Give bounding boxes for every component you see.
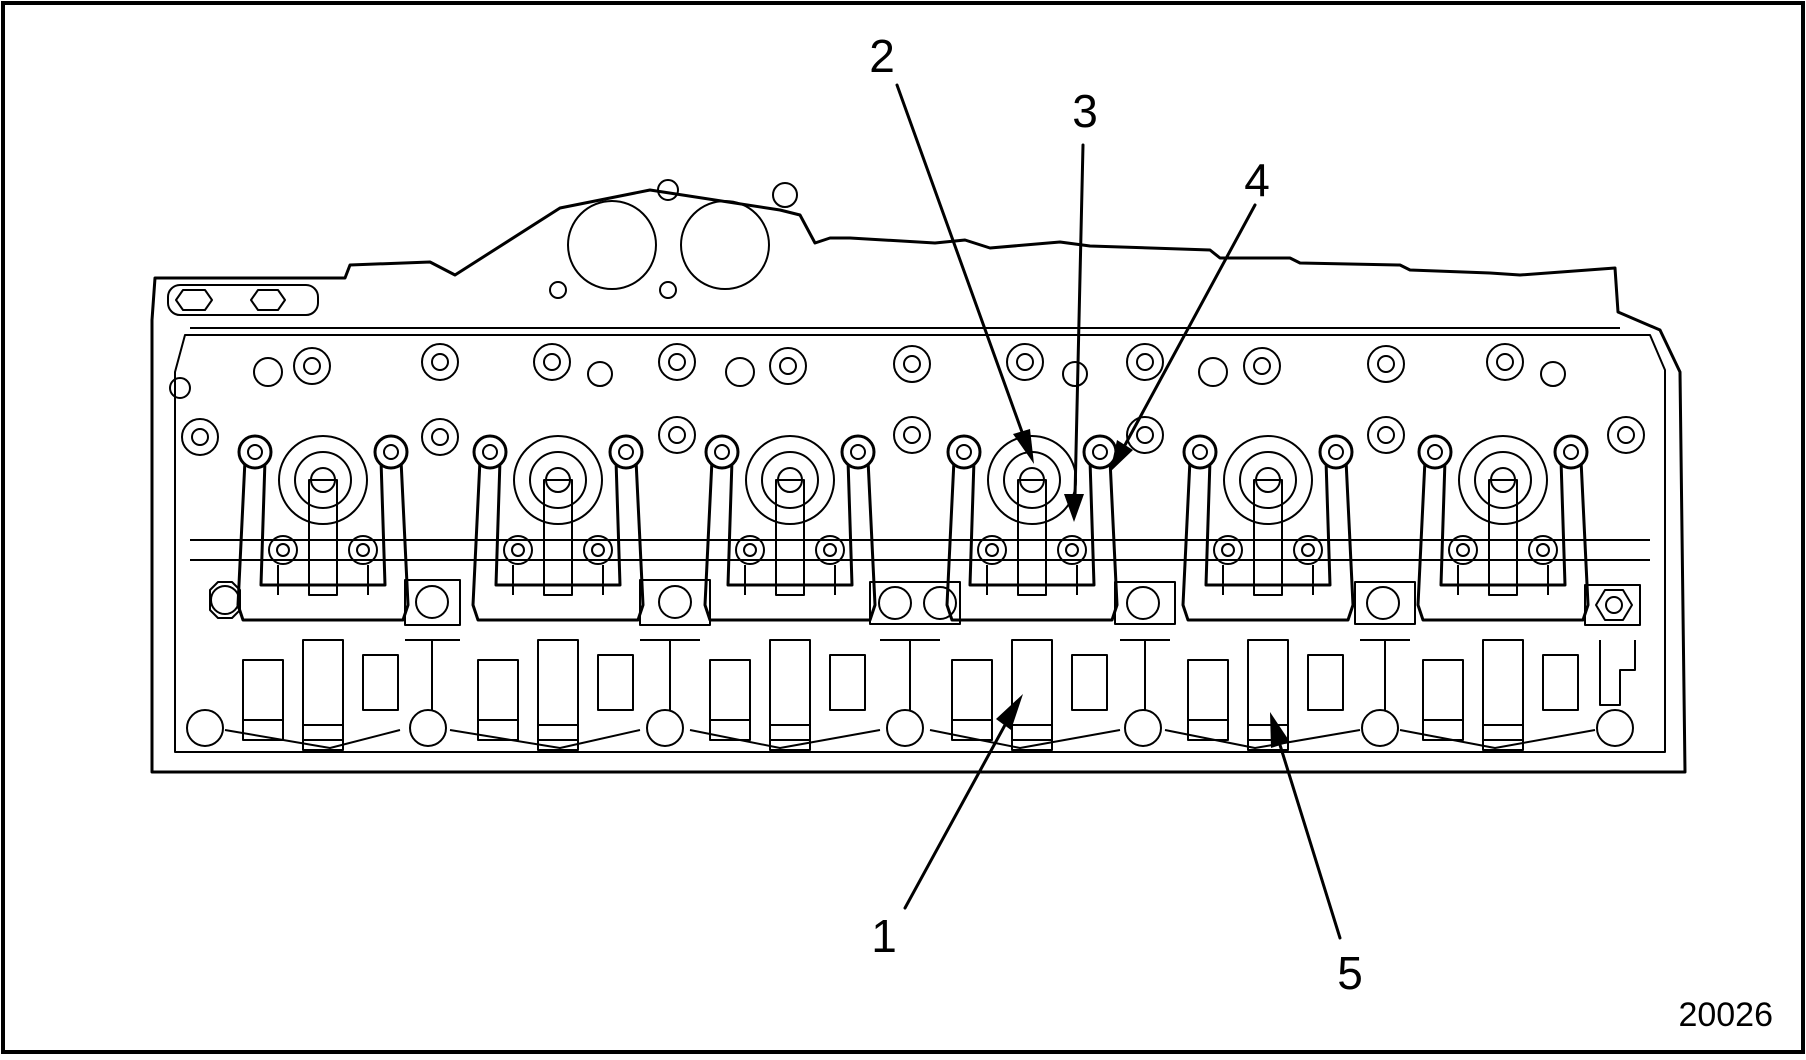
leader-line-3 [1073, 143, 1085, 498]
callout-2: 2 [869, 30, 895, 82]
leader-line-4 [1123, 203, 1257, 447]
figure-number: 20026 [1678, 996, 1773, 1034]
arrowhead-1 [996, 694, 1023, 730]
cylinder-head-outline [150, 179, 1687, 774]
callout-3: 3 [1072, 85, 1098, 137]
callout-1: 1 [871, 910, 897, 962]
leader-line-1 [903, 723, 1007, 910]
upper-bolt-holes [169, 343, 1645, 456]
arrowhead-4 [1110, 440, 1133, 472]
callout-4: 4 [1244, 154, 1270, 206]
leader-lines [895, 83, 1342, 940]
leader-line-2 [895, 83, 1024, 434]
leader-line-5 [1278, 743, 1342, 940]
arrowhead-2 [1013, 429, 1034, 464]
lower-rail [186, 539, 1650, 749]
arrowhead-5 [1270, 712, 1290, 748]
callout-5: 5 [1337, 947, 1363, 999]
arrowhead-3 [1064, 494, 1084, 522]
